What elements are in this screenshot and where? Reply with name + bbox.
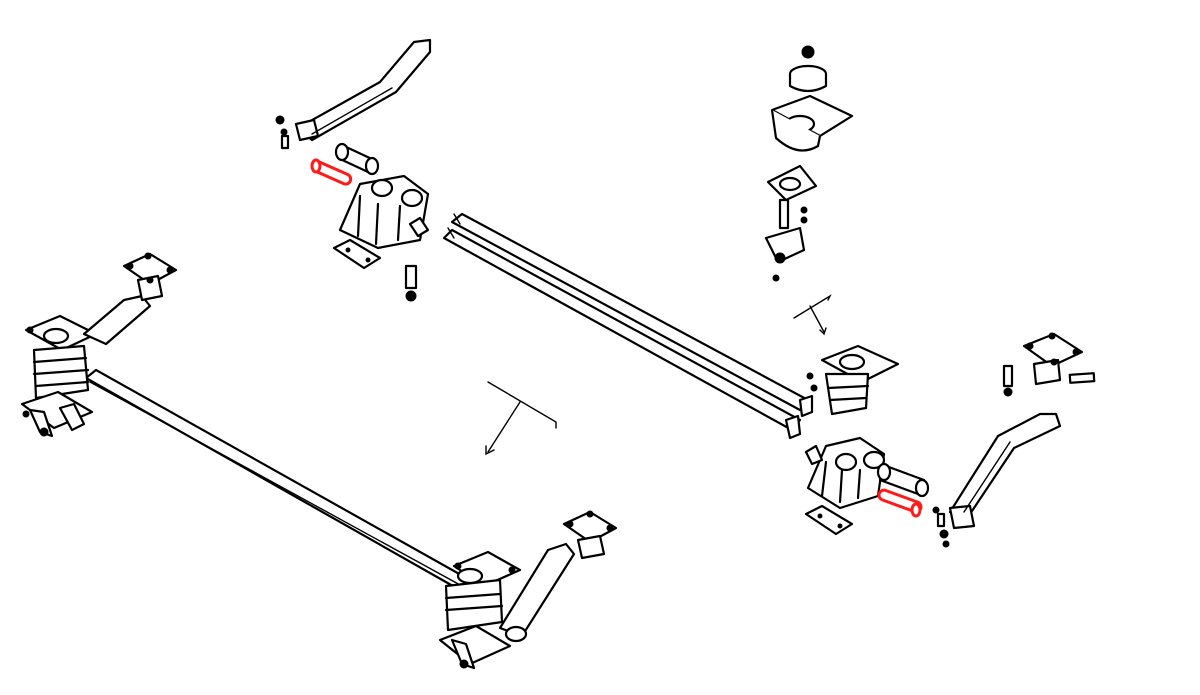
leader-arrow-right [793,294,832,336]
right-bushing [876,462,930,498]
torsion-bars [442,212,814,440]
rear-cross-tube [84,368,472,592]
pivot-pin-left [310,158,353,186]
left-housing-assembly [20,252,178,438]
right-arm-bolt-stack [932,506,950,548]
upper-left-bushing [334,142,380,176]
upper-left-bracket [338,174,430,250]
right-bracket [804,436,886,510]
right-upper-mount [1002,332,1096,397]
right-shock-mount [806,344,900,416]
leader-arrow-center [485,381,557,456]
right-trailing-arm [948,412,1062,530]
right-housing-assembly [438,510,618,670]
upper-left-plate [332,238,382,270]
upper-left-trailing-arm [294,38,432,142]
pivot-pin-right [877,488,923,518]
right-plate [804,504,854,536]
upper-left-bolt-stack [275,115,290,150]
upper-right-shock-stack [764,45,854,282]
upper-left-bolt [404,264,418,302]
